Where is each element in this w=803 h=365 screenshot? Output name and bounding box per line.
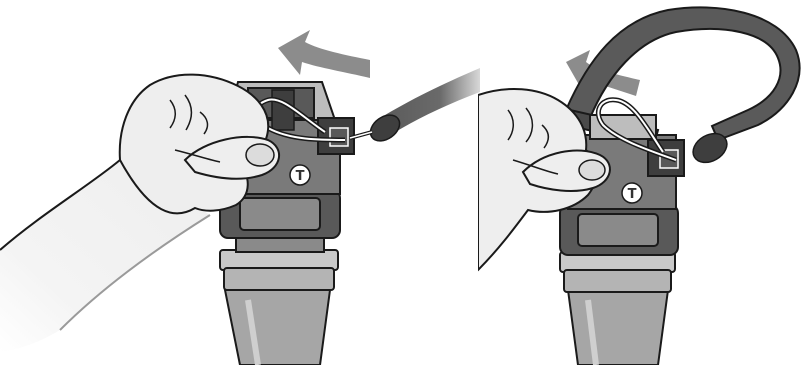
panel-right: T: [478, 0, 803, 365]
device-mark-label: T: [628, 187, 637, 202]
curved-arrow-icon: [278, 30, 370, 78]
panel-left-drawing: T: [0, 0, 480, 365]
panel-left: T: [0, 0, 480, 365]
lanyard-cord-icon: [366, 68, 480, 146]
panel-right-drawing: T: [478, 0, 803, 365]
device-mark-label: T: [296, 169, 305, 184]
